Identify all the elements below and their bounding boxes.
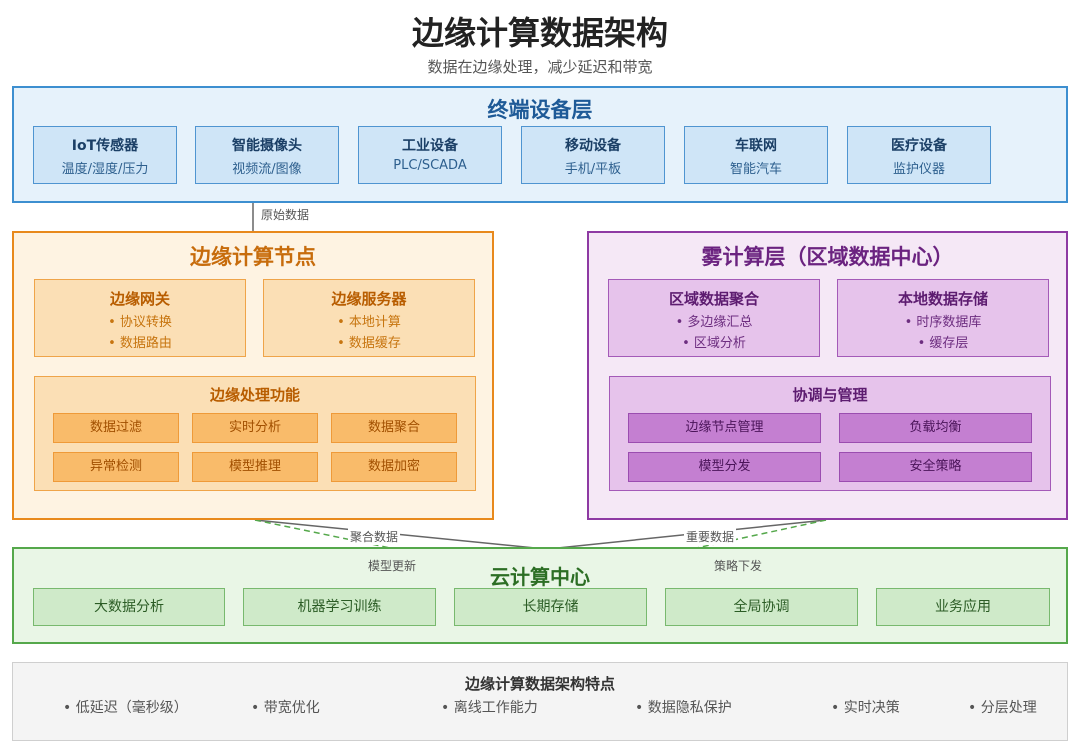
coordination-chip[interactable]: 边缘节点管理: [628, 413, 821, 443]
edge-functions-title: 边缘处理功能: [209, 386, 300, 404]
device-name: 移动设备: [565, 138, 621, 154]
regional-aggregation-box[interactable]: 区域数据聚合 • 多边缘汇总 • 区域分析: [608, 279, 820, 357]
cloud-service-card[interactable]: 机器学习训练: [243, 588, 436, 626]
edge-function-chip[interactable]: 异常检测: [53, 452, 179, 482]
device-card-smart-camera[interactable]: 智能摄像头 视频流/图像: [195, 126, 339, 184]
coordination-title: 协调与管理: [792, 386, 868, 404]
coordination-chip[interactable]: 安全策略: [839, 452, 1032, 482]
local-storage-item: • 缓存层: [917, 336, 969, 351]
feature-item: • 离线工作能力: [441, 700, 538, 716]
page-subtitle: 数据在边缘处理，减少延迟和带宽: [427, 58, 653, 76]
device-name: 车联网: [735, 138, 777, 154]
fog-layer-title: 雾计算层（区域数据中心）: [701, 245, 954, 269]
important-data-label: 重要数据: [684, 528, 737, 545]
device-description: 手机/平板: [564, 162, 622, 177]
edge-gateway-item: • 数据路由: [108, 336, 172, 351]
feature-item: • 数据隐私保护: [635, 700, 732, 716]
cloud-service-card[interactable]: 业务应用: [876, 588, 1050, 626]
coordination-panel: 协调与管理 边缘节点管理 负载均衡 模型分发 安全策略: [609, 376, 1051, 491]
edge-function-chip[interactable]: 数据聚合: [331, 413, 457, 443]
device-card-iot-sensor[interactable]: IoT传感器 温度/湿度/压力: [33, 126, 177, 184]
terminal-device-layer: 终端设备层 IoT传感器 温度/湿度/压力 智能摄像头 视频流/图像 工业设备 …: [12, 86, 1068, 203]
edge-gateway-item: • 协议转换: [108, 315, 172, 330]
edge-server-title: 边缘服务器: [331, 290, 407, 308]
device-description: 温度/湿度/压力: [61, 162, 149, 177]
cloud-service-card[interactable]: 长期存储: [454, 588, 647, 626]
feature-item: • 低延迟（毫秒级）: [63, 700, 188, 716]
policy-dispatch-label: 策略下发: [714, 559, 763, 573]
features-title: 边缘计算数据架构特点: [464, 675, 615, 693]
cloud-service-card[interactable]: 全局协调: [665, 588, 858, 626]
device-name: 医疗设备: [891, 138, 947, 154]
edge-node-title: 边缘计算节点: [190, 245, 316, 269]
device-name: 智能摄像头: [232, 138, 302, 154]
coordination-chip[interactable]: 负载均衡: [839, 413, 1032, 443]
device-description: 监护仪器: [892, 162, 945, 177]
local-storage-box[interactable]: 本地数据存储 • 时序数据库 • 缓存层: [837, 279, 1049, 357]
device-name: 工业设备: [402, 138, 458, 154]
edge-server-box[interactable]: 边缘服务器 • 本地计算 • 数据缓存: [263, 279, 475, 357]
regional-aggregation-item: • 区域分析: [682, 336, 746, 351]
device-description: PLC/SCADA: [393, 158, 467, 173]
edge-function-chip[interactable]: 实时分析: [192, 413, 318, 443]
architecture-features-panel: 边缘计算数据架构特点 • 低延迟（毫秒级） • 带宽优化 • 离线工作能力 • …: [12, 662, 1068, 741]
edge-server-item: • 本地计算: [337, 315, 401, 330]
fog-computing-layer: 雾计算层（区域数据中心） 区域数据聚合 • 多边缘汇总 • 区域分析 本地数据存…: [587, 231, 1068, 520]
edge-function-chip[interactable]: 数据加密: [331, 452, 457, 482]
device-card-vehicle[interactable]: 车联网 智能汽车: [684, 126, 828, 184]
cloud-service-card[interactable]: 大数据分析: [33, 588, 225, 626]
local-storage-item: • 时序数据库: [904, 315, 982, 330]
device-name: IoT传感器: [71, 138, 139, 154]
device-description: 视频流/图像: [232, 162, 302, 177]
regional-aggregation-item: • 多边缘汇总: [675, 315, 753, 330]
device-card-mobile[interactable]: 移动设备 手机/平板: [521, 126, 665, 184]
edge-server-item: • 数据缓存: [337, 336, 401, 351]
feature-item: • 带宽优化: [251, 700, 320, 716]
edge-functions-panel: 边缘处理功能 数据过滤 实时分析 数据聚合 异常检测 模型推理 数据加密: [34, 376, 476, 491]
model-update-label: 模型更新: [368, 559, 417, 573]
coordination-chip[interactable]: 模型分发: [628, 452, 821, 482]
cloud-computing-center: 云计算中心 大数据分析 机器学习训练 长期存储 全局协调 业务应用: [12, 547, 1068, 644]
regional-aggregation-title: 区域数据聚合: [668, 290, 759, 308]
edge-function-chip[interactable]: 模型推理: [192, 452, 318, 482]
edge-gateway-title: 边缘网关: [109, 290, 170, 308]
local-storage-title: 本地数据存储: [897, 290, 988, 308]
feature-item: • 实时决策: [831, 700, 900, 716]
edge-computing-node: 边缘计算节点 边缘网关 • 协议转换 • 数据路由 边缘服务器 • 本地计算 •…: [12, 231, 494, 520]
terminal-layer-title: 终端设备层: [487, 98, 593, 122]
page-title: 边缘计算数据架构: [411, 14, 668, 52]
raw-data-label: 原始数据: [259, 206, 312, 223]
feature-item: • 分层处理: [968, 700, 1037, 716]
edge-gateway-box[interactable]: 边缘网关 • 协议转换 • 数据路由: [34, 279, 246, 357]
device-card-medical[interactable]: 医疗设备 监护仪器: [847, 126, 991, 184]
cloud-center-title: 云计算中心: [490, 565, 590, 589]
device-card-industrial[interactable]: 工业设备 PLC/SCADA: [358, 126, 502, 184]
aggregated-data-label: 聚合数据: [348, 528, 401, 545]
device-description: 智能汽车: [729, 162, 782, 177]
edge-function-chip[interactable]: 数据过滤: [53, 413, 179, 443]
